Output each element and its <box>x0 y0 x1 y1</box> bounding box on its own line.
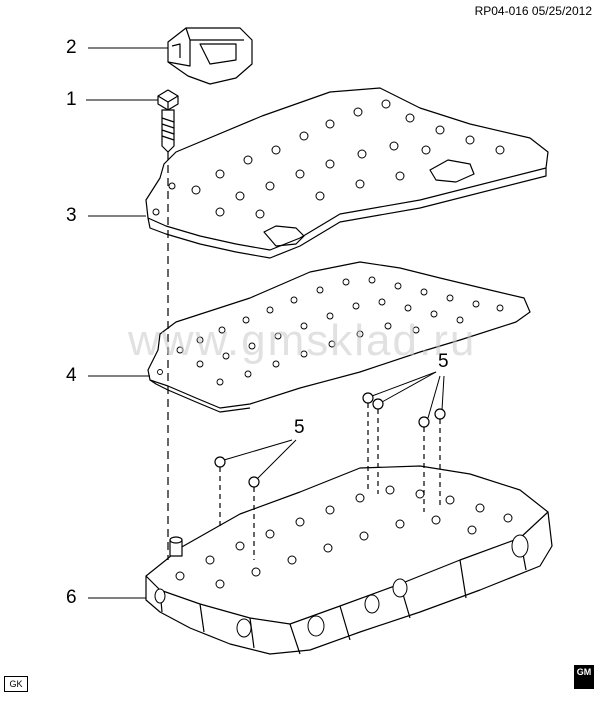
callout-5-right: 5 <box>438 351 449 372</box>
callout-4: 4 <box>66 365 77 386</box>
cover-plate-holes <box>152 99 505 219</box>
gm-logo: GM <box>574 665 594 689</box>
watermark: www.gmsklad.ru <box>128 316 477 365</box>
gk-badge: GK <box>4 676 28 692</box>
valve-body-ports <box>154 485 529 638</box>
callout-6: 6 <box>66 587 77 608</box>
part-valve-body <box>145 465 553 655</box>
drawing-reference: RP04-016 05/25/2012 <box>474 4 592 18</box>
part-connector-clip <box>167 27 253 85</box>
separator-plate-holes <box>157 276 504 386</box>
leader-lines <box>86 47 445 599</box>
callout-2: 2 <box>66 37 77 58</box>
callout-1: 1 <box>66 89 77 110</box>
valve-body-dowel <box>169 536 183 557</box>
part-bolt <box>157 89 179 153</box>
callout-3: 3 <box>66 205 77 226</box>
check-balls-group-left <box>214 456 260 560</box>
gm-logo-text: GM <box>576 667 592 677</box>
check-balls-group-right <box>362 392 446 512</box>
callout-5-left: 5 <box>294 417 305 438</box>
part-separator-plate <box>147 261 531 413</box>
part-cover-plate <box>145 87 549 259</box>
